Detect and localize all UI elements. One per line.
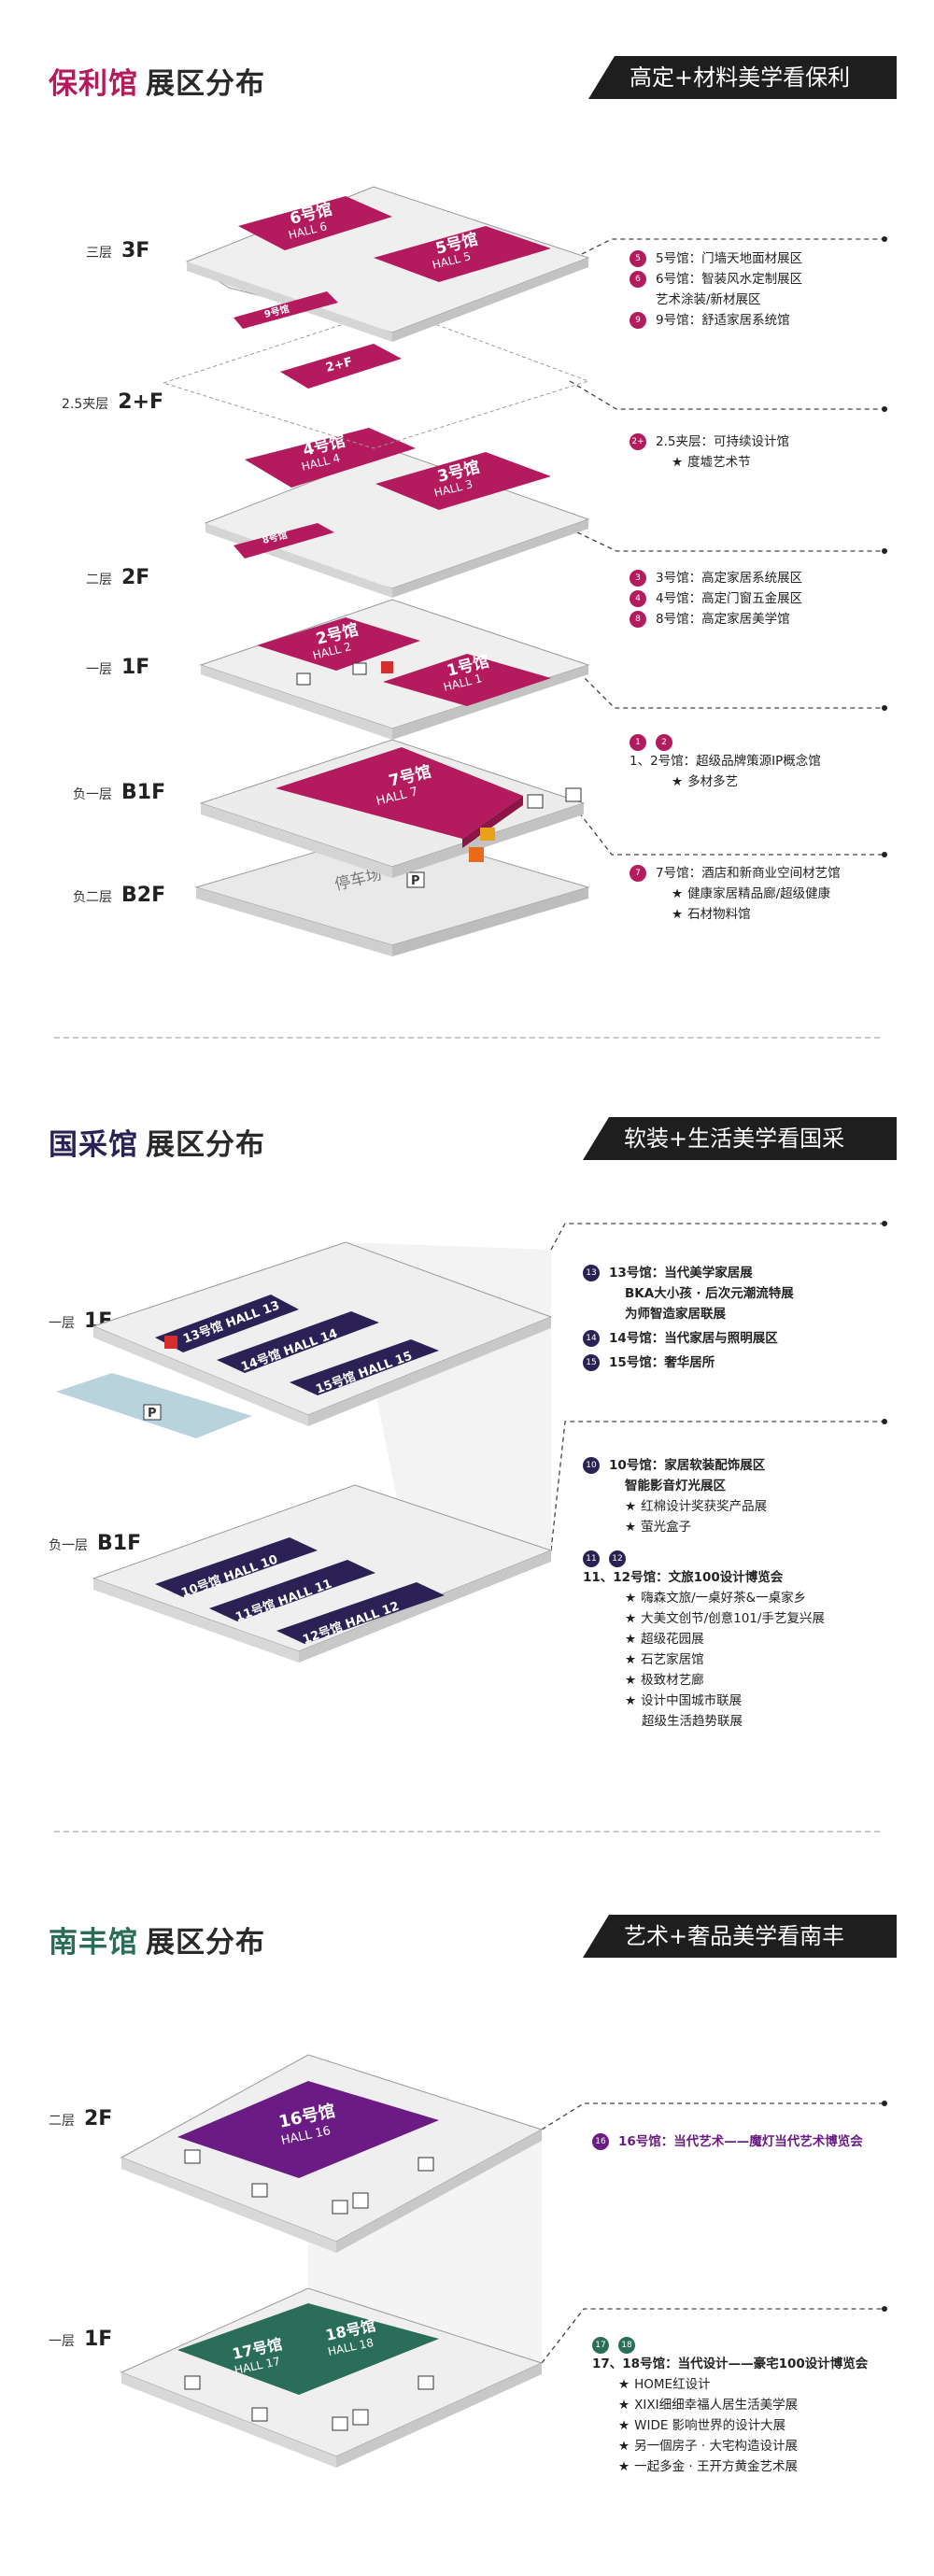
section-divider-1 [54,1037,880,1039]
poly-hall-2 [257,617,420,671]
poly-hall-1 [383,654,551,706]
poly-notes-group-2: 2+2.5夹层：可持续设计馆 ★度墟艺术节 [630,432,789,473]
guocai-1f-slab: 13号馆 HALL 13 14号馆 HALL 14 15号馆 HALL 15 P [56,1241,553,1438]
poly-hall-4 [245,428,416,488]
poly-hall-6 [238,196,392,250]
poly-section-title: 保利馆展区分布 [49,60,265,102]
poly-hall-9-num: 9号馆 [263,303,290,320]
poly-3f-slab: 6号馆 HALL 6 5号馆 HALL 5 9号馆 [185,186,590,342]
nanfeng-floor-plan: 16号馆 HALL 16 17号馆 HALL 17 18号馆 HALL 18 [120,2054,887,2468]
guocai-section-title: 国采馆展区分布 [49,1128,265,1162]
nanfeng-2f-slab: 16号馆 HALL 16 [120,2054,544,2253]
poly-hall-25 [280,344,402,389]
nanfeng-section-title: 南丰馆展区分布 [49,1926,265,1960]
poly-title-main: 保利馆 [49,67,138,101]
guocai-hall-11 [209,1560,375,1621]
poly-b1f-slab: 7号馆 HALL 7 [199,739,586,878]
section-divider-2 [54,1831,880,1833]
guocai-hall-10 [155,1537,318,1597]
poly-title-rest: 展区分布 [146,67,265,101]
poly-floor-plan: 停车场 P 7号馆 HALL 7 2号馆 HALL 2 1号馆 HALL 1 [162,186,887,956]
poly-2plusf-slab: 2+F [162,307,590,449]
guocai-hall-13 [155,1295,299,1352]
poly-1f-slab: 2号馆 HALL 2 1号馆 HALL 1 [199,599,590,740]
nanfeng-banner: 艺术+奢品美学看南丰 [583,1915,897,1958]
poly-banner: 高定+材料美学看保利 [588,56,897,99]
nanfeng-hall-16 [177,2081,439,2178]
poly-2f-slab: 4号馆 HALL 4 3号馆 HALL 3 8号馆 [204,428,590,598]
guocai-hall-15 [290,1339,439,1395]
list-item: 艺术涂装/新材展区 [656,292,761,307]
guocai-hall-14 [217,1311,379,1373]
svg-text:P: P [148,1407,157,1421]
poly-hall-9 [234,291,338,329]
poly-b2f-slab: 停车场 P [194,828,590,956]
guocai-banner: 软装+生活美学看国采 [583,1117,897,1160]
guocai-hall-12 [276,1582,445,1644]
nanfeng-hall-17-18 [177,2303,439,2395]
poly-hall-7 [276,747,523,839]
poly-hall-8 [234,523,334,559]
poly-hall-3 [375,452,551,510]
poly-hall-5 [374,226,551,282]
nanfeng-1f-slab: 17号馆 HALL 17 18号馆 HALL 18 [120,2287,544,2468]
guocai-floor-plan: 13号馆 HALL 13 14号馆 HALL 14 15号馆 HALL 15 P… [56,1221,887,1663]
poly-leader-lines [569,238,883,856]
poly-hall-25-num: 2+F [324,355,354,375]
svg-text:P: P [411,874,420,888]
